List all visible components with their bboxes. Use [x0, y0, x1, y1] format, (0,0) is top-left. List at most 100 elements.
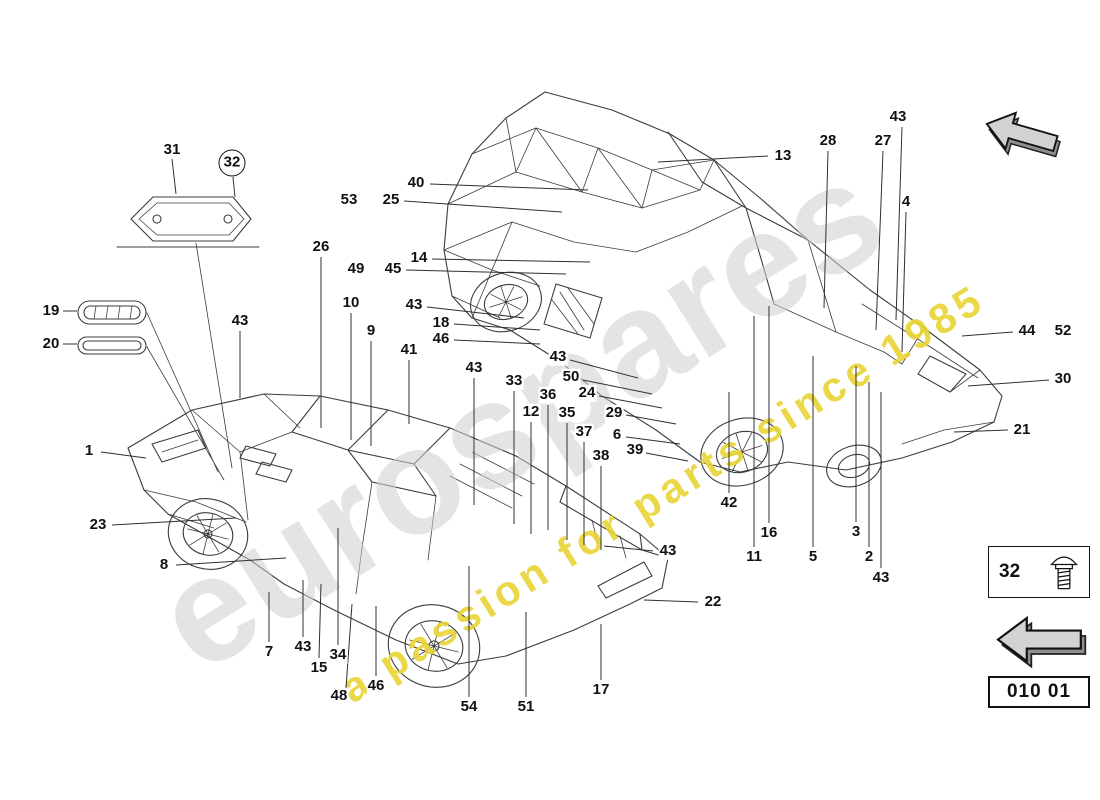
callout-43: 43	[871, 568, 891, 587]
type-plate-drawing	[116, 196, 260, 469]
callout-50: 50	[561, 367, 581, 386]
callout-54: 54	[459, 697, 479, 716]
badge-plates-drawing	[77, 300, 225, 481]
callout-30: 30	[1053, 369, 1073, 388]
leader-line-18	[453, 323, 541, 331]
callout-17: 17	[591, 680, 611, 699]
callout-43: 43	[293, 637, 313, 656]
callout-51: 51	[516, 697, 536, 716]
leader-line-30	[967, 379, 1050, 387]
leader-line-50	[582, 379, 653, 395]
callout-43: 43	[230, 311, 250, 330]
callout-4: 4	[900, 192, 912, 211]
callout-43: 43	[548, 347, 568, 366]
callout-36: 36	[538, 385, 558, 404]
callout-31: 31	[162, 140, 182, 159]
callout-6: 6	[611, 425, 623, 444]
callout-33: 33	[504, 371, 524, 390]
leader-line-43	[895, 126, 903, 321]
leader-line-25	[403, 200, 563, 213]
callout-16: 16	[759, 523, 779, 542]
leader-line-14	[431, 258, 591, 263]
leader-line-43	[426, 306, 525, 319]
leader-line-28	[823, 150, 829, 309]
callout-43: 43	[464, 358, 484, 377]
leader-line-43	[603, 545, 654, 552]
callout-10: 10	[341, 293, 361, 312]
callout-43: 43	[658, 541, 678, 560]
leader-line-13	[657, 155, 769, 163]
callout-13: 13	[773, 146, 793, 165]
callout-43: 43	[404, 295, 424, 314]
leader-line-1	[100, 451, 147, 459]
fastener-number-label: 32	[999, 561, 1021, 582]
leader-line-24	[598, 395, 663, 409]
callout-14: 14	[409, 248, 429, 267]
callout-53: 53	[339, 190, 359, 209]
callout-29: 29	[604, 403, 624, 422]
leader-line-15	[318, 583, 322, 659]
leader-line-27	[875, 150, 884, 331]
leader-line-22	[643, 599, 699, 603]
callout-23: 23	[88, 515, 108, 534]
callout-45: 45	[383, 259, 403, 278]
callout-3: 3	[850, 522, 862, 541]
callout-35: 35	[557, 403, 577, 422]
callout-28: 28	[818, 131, 838, 150]
callout-46: 46	[431, 329, 451, 348]
callout-7: 7	[263, 642, 275, 661]
callout-41: 41	[399, 340, 419, 359]
callout-19: 19	[41, 301, 61, 320]
leader-line-40	[429, 183, 589, 191]
rivet-icon	[1050, 556, 1078, 590]
callout-37: 37	[574, 422, 594, 441]
callout-21: 21	[1012, 420, 1032, 439]
leader-lines-group	[63, 126, 1050, 697]
callout-26: 26	[311, 237, 331, 256]
callout-43: 43	[888, 107, 908, 126]
leader-line-6	[625, 436, 681, 445]
callout-5: 5	[807, 547, 819, 566]
callout-32: 32	[218, 149, 246, 177]
callout-34: 34	[328, 645, 348, 664]
callout-44: 44	[1017, 321, 1037, 340]
callout-11: 11	[745, 547, 763, 566]
leader-line-23	[111, 517, 237, 526]
callout-15: 15	[309, 658, 329, 677]
leader-line-21	[953, 429, 1009, 433]
callout-18: 18	[431, 313, 451, 332]
lower-car-wireframe	[127, 393, 669, 688]
callout-40: 40	[406, 173, 426, 192]
direction-arrow-icon[interactable]	[996, 615, 1087, 669]
fastener-legend-box: 32	[988, 546, 1090, 598]
callout-24: 24	[577, 383, 597, 402]
callout-39: 39	[625, 440, 645, 459]
leader-line-4	[901, 211, 907, 353]
callout-8: 8	[158, 555, 170, 574]
leader-line-48	[345, 603, 353, 689]
diagram-code-label: 010 01	[1006, 681, 1072, 702]
callout-46: 46	[366, 676, 386, 695]
callout-1: 1	[83, 441, 95, 460]
callout-49: 49	[346, 259, 366, 278]
callout-9: 9	[365, 321, 377, 340]
next-page-arrow-icon[interactable]	[980, 106, 1064, 167]
leader-line-46	[453, 339, 541, 345]
leader-line-29	[625, 414, 677, 425]
leader-line-39	[645, 452, 689, 462]
leader-line-31	[171, 158, 177, 195]
leader-line-32	[232, 176, 236, 198]
callout-22: 22	[703, 592, 723, 611]
callout-48: 48	[329, 686, 349, 705]
leader-line-8	[175, 557, 287, 566]
callout-38: 38	[591, 446, 611, 465]
leader-line-44	[961, 331, 1014, 337]
callout-52: 52	[1053, 321, 1073, 340]
callout-25: 25	[381, 190, 401, 209]
callout-2: 2	[863, 547, 875, 566]
leader-line-43	[569, 359, 639, 379]
